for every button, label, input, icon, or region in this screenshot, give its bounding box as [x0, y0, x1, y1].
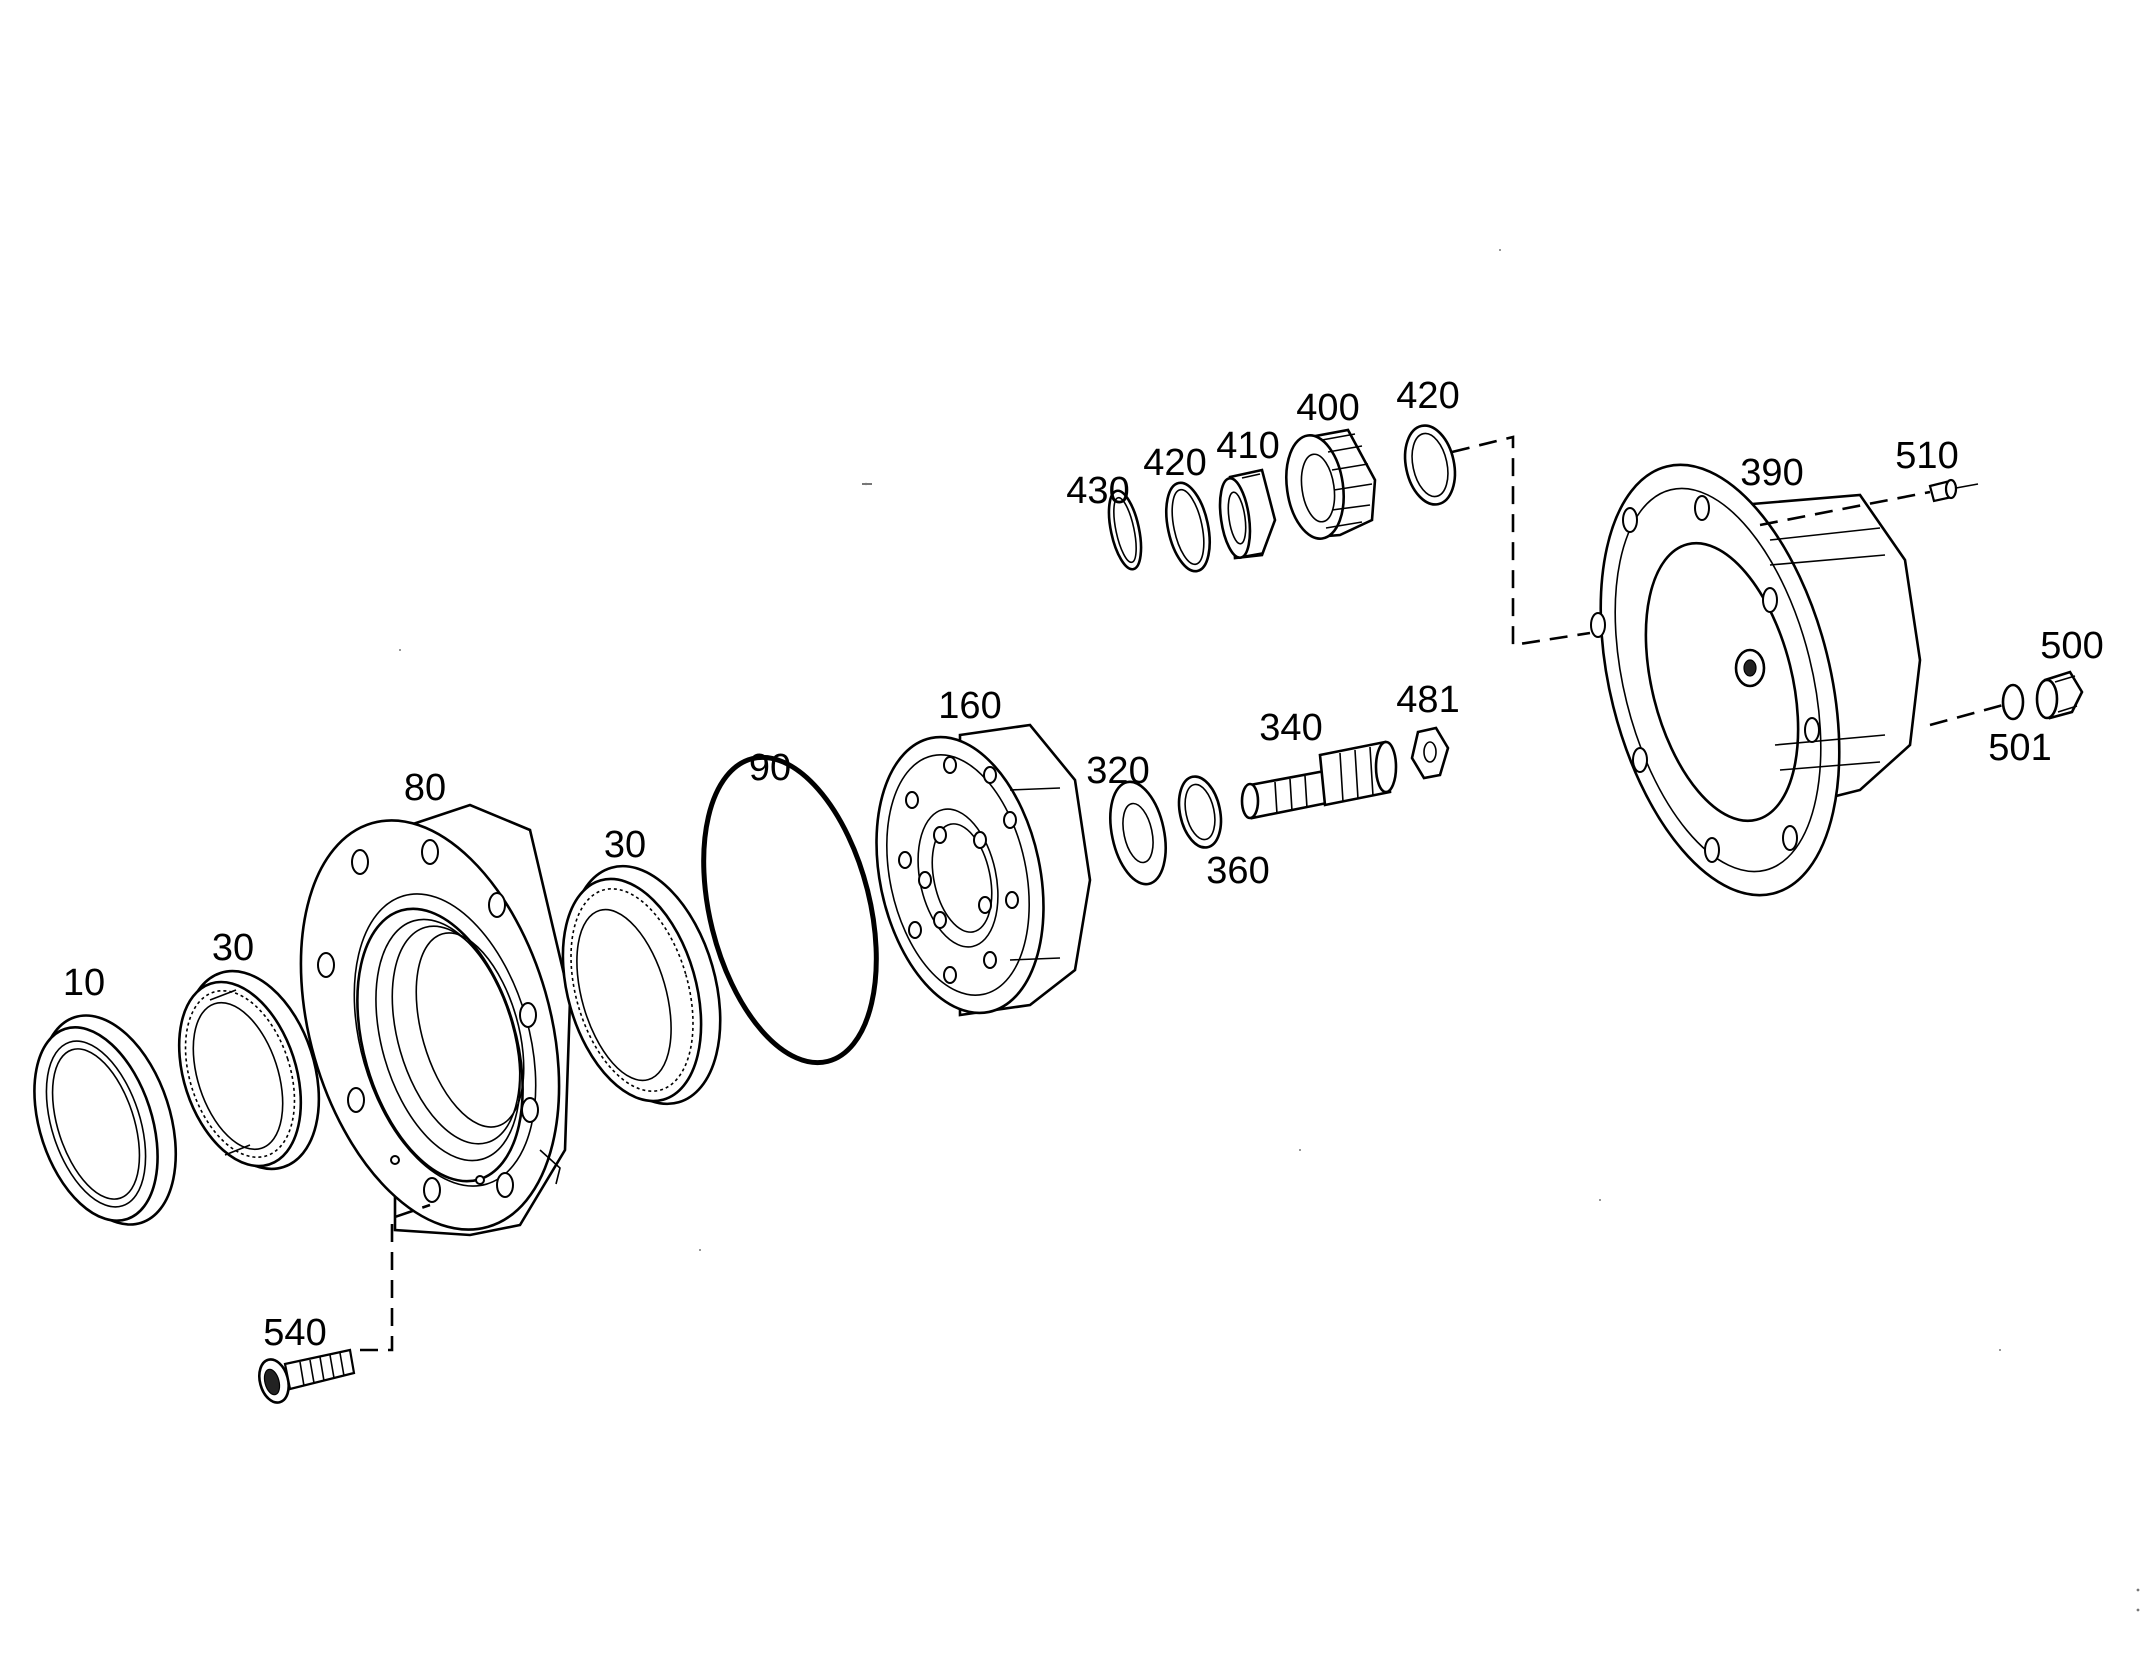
callout-481: 481 [1396, 679, 1459, 721]
callout-30-middle: 30 [604, 824, 646, 866]
callout-400: 400 [1296, 387, 1359, 429]
part-30-tapered-roller-bearing-middle[interactable] [539, 848, 746, 1121]
part-410-needle-bearing[interactable] [1216, 468, 1277, 560]
callout-340: 340 [1259, 707, 1322, 749]
part-320-thrust-washer[interactable] [1102, 777, 1174, 890]
part-340-sun-shaft[interactable] [1240, 740, 1398, 820]
callout-420-left: 420 [1143, 442, 1206, 484]
assembly-leader-lines [360, 435, 2004, 1352]
part-501-seal-ring[interactable] [2001, 683, 2025, 721]
part-420-ring-right[interactable] [1398, 421, 1462, 509]
callout-160: 160 [938, 685, 1001, 727]
part-500-plug-screw[interactable] [2035, 670, 2084, 720]
part-510-screw[interactable] [1928, 478, 1979, 503]
part-420-ring-left[interactable] [1159, 479, 1217, 575]
callout-360: 360 [1206, 850, 1269, 892]
leader-540-to-80 [360, 1203, 431, 1352]
part-390-ring-gear-housing[interactable] [1560, 440, 1922, 920]
callout-labels: 10 30 80 30 90 160 320 360 340 481 430 4… [63, 375, 2104, 1354]
part-160-planet-carrier[interactable] [853, 721, 1092, 1028]
part-400-planet-gear[interactable] [1280, 428, 1377, 542]
callout-540: 540 [263, 1312, 326, 1354]
part-30-tapered-roller-bearing-left[interactable] [157, 954, 342, 1186]
callout-90: 90 [749, 747, 791, 789]
leader-420-to-390 [1451, 435, 1591, 647]
part-430-snap-ring[interactable] [1103, 488, 1147, 572]
callout-430: 430 [1066, 470, 1129, 512]
part-80-flange-housing[interactable] [257, 790, 603, 1260]
part-481-tab-washer[interactable] [1410, 726, 1450, 780]
part-540-wheel-stud[interactable] [255, 1348, 356, 1406]
callout-320: 320 [1086, 750, 1149, 792]
callout-80: 80 [404, 767, 446, 809]
callout-390: 390 [1740, 452, 1803, 494]
leader-510-to-390 [1759, 490, 1931, 527]
leader-501-to-390 [1929, 703, 2004, 727]
callout-10: 10 [63, 962, 105, 1004]
callout-501: 501 [1988, 727, 2051, 769]
callout-30-left: 30 [212, 927, 254, 969]
callout-420-right: 420 [1396, 375, 1459, 417]
callout-500: 500 [2040, 625, 2103, 667]
callout-510: 510 [1895, 435, 1958, 477]
callout-410: 410 [1216, 425, 1279, 467]
part-360-snap-ring[interactable] [1173, 773, 1227, 852]
part-90-o-ring[interactable] [675, 739, 906, 1080]
part-10-seal-ring[interactable] [12, 998, 201, 1242]
